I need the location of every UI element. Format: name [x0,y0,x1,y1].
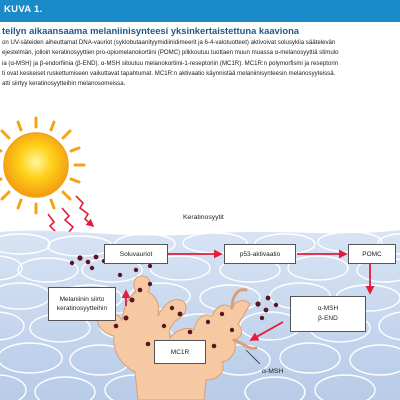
amsh-molecules [255,295,279,321]
box-amsh-bend: α-MSH β-END [290,296,366,332]
caption-line: atti siirtyy keratinosyytteihin melanoso… [2,80,126,88]
box-melanin-transfer-line1: Melaniinin siirto [59,296,105,303]
box-mc1r-label: MC1R [170,348,190,356]
box-melanin-transfer-line2: keratinosyytteihin [56,305,108,312]
box-soluvauriot: Soluvauriot [104,244,168,264]
caption-line: ti ovat keskeiset ruskettumiseen vaikutt… [2,69,336,77]
box-mc1r: MC1R [154,340,206,364]
figure-header-bar: KUVA 1. [0,0,400,22]
caption-line: ejestelmän, jolloin keratinosyyttien pro… [2,49,339,57]
box-pomc: POMC [348,244,396,264]
box-bend-label: β-END [318,315,338,322]
sun-icon [0,116,86,215]
amsh-label: α-MSH [262,368,284,375]
caption-line: ia (α-MSH) ja β-endorfiinia (β-END). α-M… [2,59,339,67]
caption-line: on UV-säteiden aiheuttamat DNA-vauriot (… [2,39,336,46]
box-p53-activation: p53-aktivaatio [224,244,296,264]
figure-title: teilyn aikaansaama melaniinisynteesi yks… [2,25,300,36]
figure-caption: on UV-säteiden aiheuttamat DNA-vauriot (… [2,38,398,89]
figure-label: KUVA 1. [4,4,43,15]
melanocyte [97,275,258,400]
amsh-pointer-line [245,349,261,365]
box-p53-label: p53-aktivaatio [239,250,281,258]
box-melanin-transfer: Melaniinin siirto keratinosyytteihin [48,287,116,321]
pathway-arrows [121,249,375,341]
box-pomc-label: POMC [362,250,382,258]
keratinocytes-label: Keratinosyytit [183,214,224,221]
box-amsh-label: α-MSH [317,305,339,312]
box-soluvauriot-label: Soluvauriot [119,250,153,258]
